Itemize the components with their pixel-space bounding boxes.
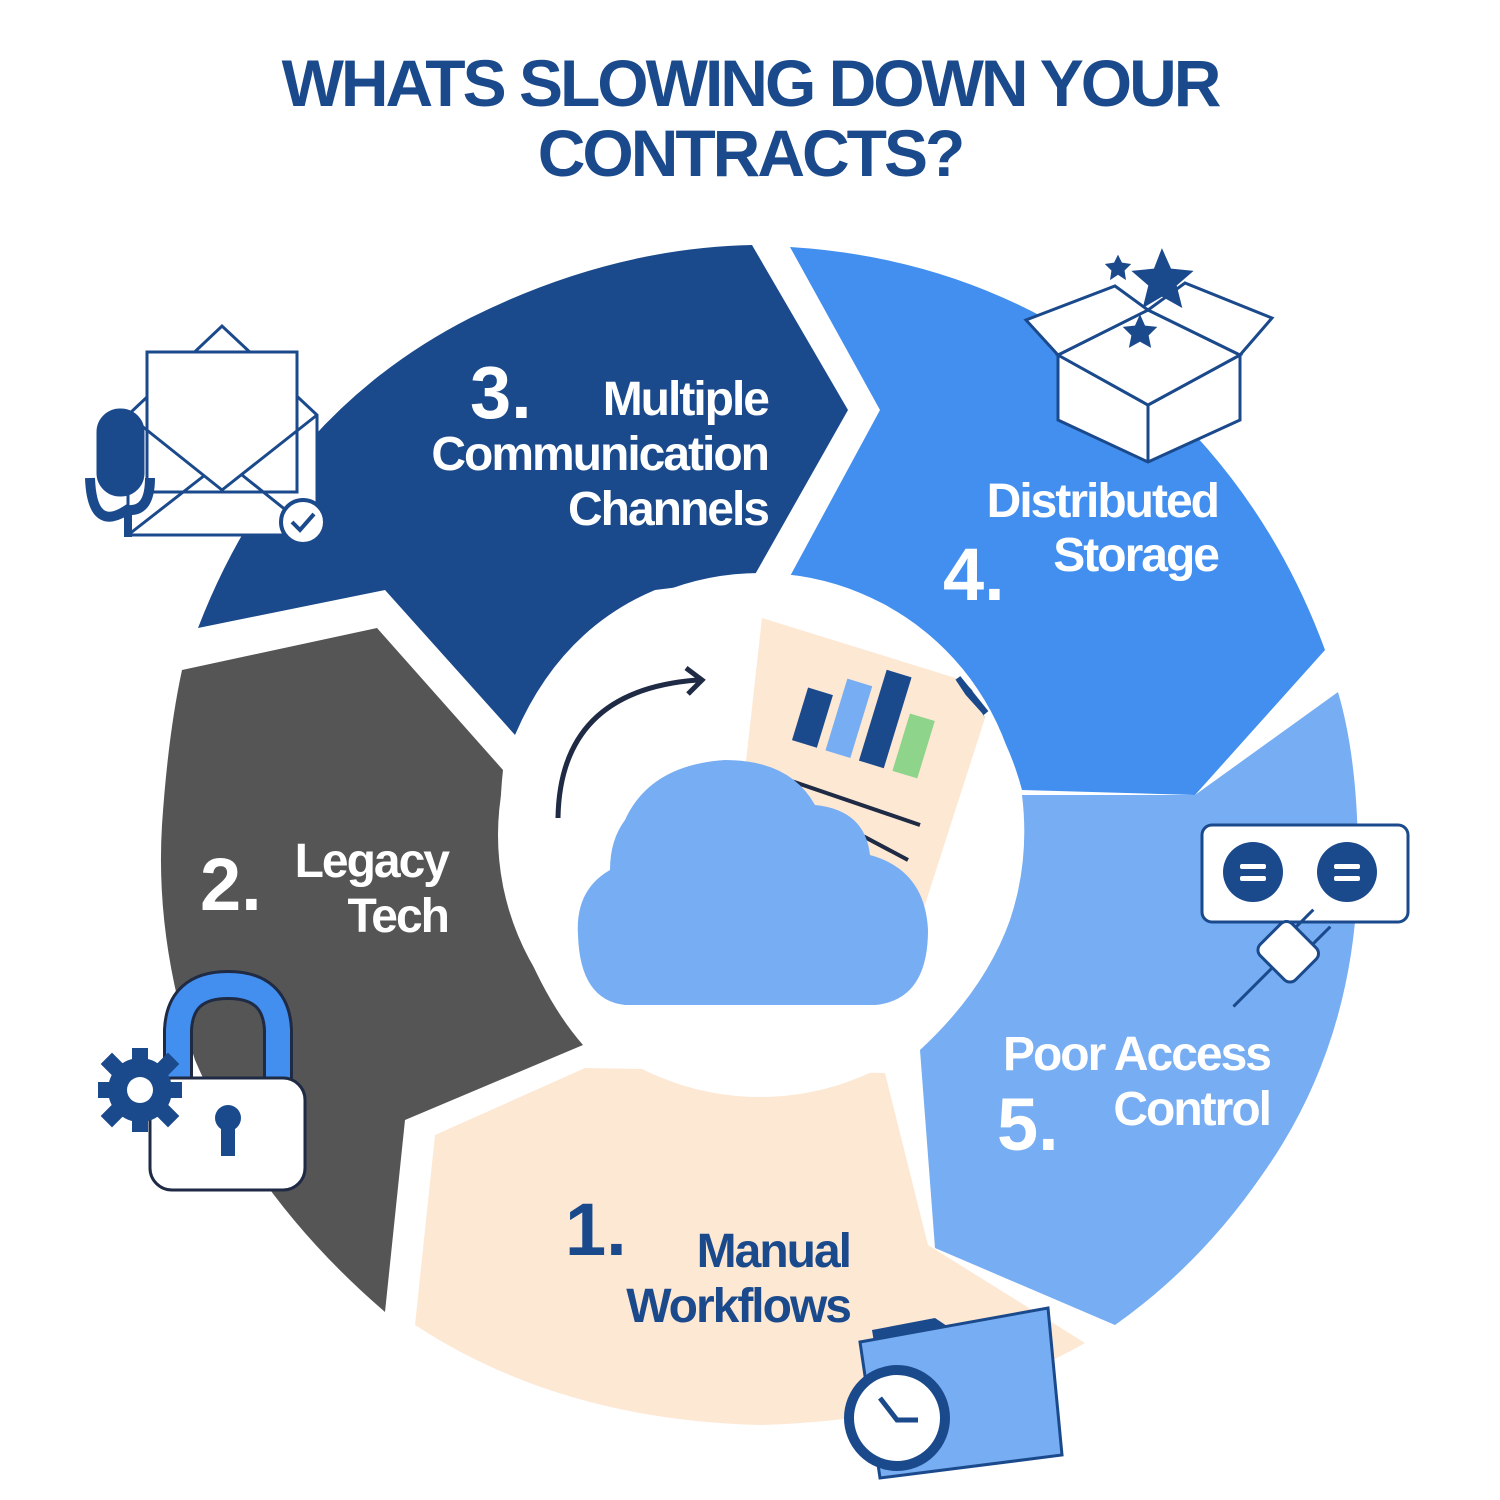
segment-4-shape — [788, 247, 1325, 795]
segment-3-label-line-3: Channels — [568, 483, 768, 536]
title-line-2: CONTRACTS? — [537, 116, 966, 190]
segment-3-number: 3. — [470, 351, 532, 434]
open-box-stars-icon — [1023, 248, 1275, 464]
segment-5-label-line-2: Control — [1113, 1083, 1270, 1136]
cloud-report-icon — [555, 618, 989, 1005]
segment-4-number: 4. — [943, 533, 1005, 616]
power-outlet-plug-icon — [1200, 823, 1410, 1008]
segment-2-number: 2. — [200, 843, 262, 926]
mail-microphone-icon — [85, 323, 327, 546]
padlock-gear-icon — [98, 969, 307, 1192]
segment-4-label-line-2: Storage — [1053, 529, 1219, 582]
segment-3-label-line-2: Communication — [431, 428, 768, 481]
segment-2-label-line-2: Tech — [348, 890, 448, 943]
title-line-1: WHATS SLOWING DOWN YOUR — [281, 46, 1222, 120]
segment-1-number: 1. — [565, 1188, 627, 1271]
segment-5-label-line-1: Poor Access — [1003, 1028, 1270, 1081]
segment-3-label-line-1: Multiple — [603, 373, 770, 426]
segment-1-label-line-1: Manual — [697, 1225, 850, 1278]
segment-4-label-line-1: Distributed — [987, 475, 1218, 528]
segment-2-label-line-1: Legacy — [295, 835, 451, 888]
folder-clock-icon — [844, 1306, 1064, 1480]
segment-3-shape — [198, 245, 848, 735]
segment-5-number: 5. — [997, 1083, 1059, 1166]
page-title: WHATS SLOWING DOWN YOUR CONTRACTS? — [0, 48, 1500, 188]
segment-1-label-line-2: Workflows — [626, 1280, 850, 1333]
